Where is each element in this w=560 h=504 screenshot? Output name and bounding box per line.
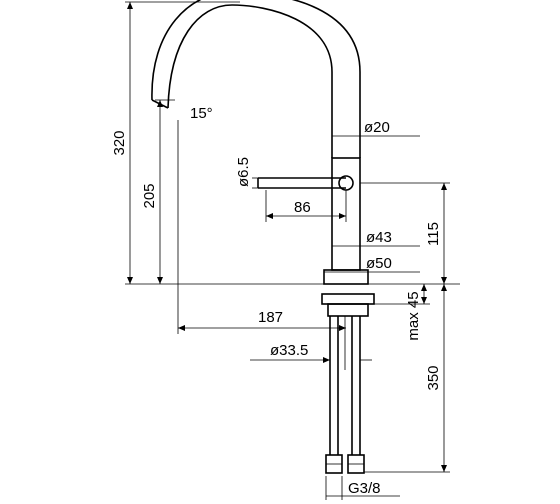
- label-spout-reach: 187: [258, 309, 283, 326]
- label-max-deck-thickness: max 45: [405, 291, 422, 340]
- label-connection-thread: G3/8: [348, 480, 381, 497]
- label-hose-length: 350: [425, 365, 442, 390]
- label-shank-diameter: ø33.5: [270, 342, 308, 359]
- label-lever-diameter: ø6.5: [235, 157, 252, 187]
- dimension-labels: 320 15° ø20 ø6.5 205 86 ø43 ø50 115 187 …: [111, 105, 442, 497]
- label-body-diameter: ø43: [366, 229, 392, 246]
- label-spout-diameter: ø20: [364, 119, 390, 136]
- label-total-height: 320: [111, 130, 128, 155]
- dimension-lines: [125, 1, 460, 500]
- label-lever-length: 86: [294, 199, 311, 216]
- label-spout-angle: 15°: [190, 105, 213, 122]
- label-body-height: 115: [425, 222, 442, 246]
- label-spout-height: 205: [141, 183, 158, 208]
- label-base-diameter: ø50: [366, 255, 392, 272]
- faucet-outline: [151, 0, 375, 474]
